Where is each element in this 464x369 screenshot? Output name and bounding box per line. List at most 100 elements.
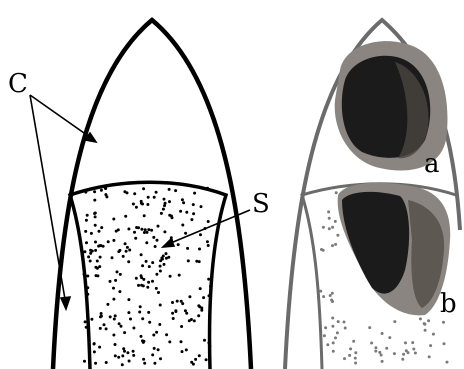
stipple-dot: [174, 309, 177, 312]
stipple-dot: [126, 246, 129, 249]
stipple-dot: [432, 333, 435, 336]
stipple-dot: [184, 309, 187, 312]
stipple-dot: [158, 323, 161, 326]
stipple-dot: [126, 191, 129, 194]
stipple-dot: [192, 203, 195, 206]
stipple-dot: [348, 354, 351, 357]
stipple-dot: [113, 318, 116, 321]
stipple-dot: [103, 323, 106, 326]
stipple-dot: [95, 274, 98, 277]
stipple-dot: [114, 314, 117, 317]
stipple-dot: [83, 360, 86, 363]
stipple-dot: [329, 294, 332, 297]
stipple-dot: [146, 203, 149, 206]
label-s: S: [252, 189, 270, 219]
stipple-dot: [206, 240, 209, 243]
stipple-dot: [354, 362, 357, 365]
stipple-dot: [94, 215, 97, 218]
stipple-dot: [354, 351, 357, 354]
stipple-dot: [178, 274, 181, 277]
stipple-dot: [159, 265, 162, 268]
stipple-dot: [141, 264, 144, 267]
stipple-dot: [162, 255, 165, 258]
stipple-dot: [169, 275, 172, 278]
stipple-dot: [84, 191, 87, 194]
stipple-dot: [142, 358, 145, 361]
stipple-dot: [330, 299, 333, 302]
stipple-dot: [184, 232, 187, 235]
stipple-dot: [368, 326, 371, 329]
stipple-dot: [381, 360, 384, 363]
stipple-dot: [423, 323, 426, 326]
stipple-dot: [331, 317, 334, 320]
stipple-dot: [107, 240, 110, 243]
stipple-dot: [393, 320, 396, 323]
stipple-dot: [86, 286, 89, 289]
stipple-dot: [143, 362, 146, 365]
stipple-dot: [188, 295, 191, 298]
stipple-dot: [193, 192, 196, 195]
stipple-dot: [331, 226, 334, 229]
stipple-dot: [171, 312, 174, 315]
stipple-dot: [428, 355, 431, 358]
arrow-c-lower: [30, 95, 66, 305]
stipple-dot: [388, 336, 391, 339]
stipple-dot: [200, 205, 203, 208]
stipple-dot: [165, 333, 168, 336]
stipple-dot: [106, 303, 109, 306]
stipple-dot: [99, 327, 102, 330]
stipple-dot: [332, 341, 335, 344]
stipple-dot: [84, 320, 87, 323]
stipple-dot: [203, 339, 206, 342]
stipple-dot: [93, 199, 96, 202]
arrowhead-c-lower: [61, 297, 70, 309]
stipple-dot: [151, 353, 154, 356]
stipple-dot: [443, 342, 446, 345]
stipple-dot: [140, 253, 143, 256]
stipple-dot: [109, 280, 112, 283]
stipple-dot: [125, 250, 128, 253]
stipple-dot: [147, 228, 150, 231]
stipple-dot: [336, 331, 339, 334]
stipple-dot: [176, 300, 179, 303]
stipple-dot: [153, 347, 156, 350]
stipple-dot: [319, 290, 322, 293]
stipple-dot: [137, 226, 140, 229]
stipple-dot: [127, 311, 130, 314]
stipple-dot: [146, 231, 149, 234]
stipple-dot: [135, 206, 138, 209]
stipple-dot: [160, 212, 163, 215]
stipple-dot: [424, 329, 427, 332]
stipple-dot: [402, 353, 405, 356]
stipple-dot: [127, 298, 130, 301]
stipple-dot: [132, 327, 135, 330]
stipple-dot: [179, 210, 182, 213]
stipple-dot: [93, 350, 96, 353]
stipple-dot: [86, 214, 89, 217]
stipple-dot: [144, 228, 147, 231]
stipple-dot: [151, 280, 154, 283]
stipple-dot: [185, 312, 188, 315]
stipple-dot: [121, 363, 124, 366]
stipple-dot: [98, 230, 101, 233]
stipple-dot: [86, 293, 89, 296]
stipple-dot: [202, 296, 205, 299]
stipple-dot: [153, 362, 156, 365]
stipple-dot: [180, 300, 183, 303]
stipple-dot: [155, 331, 158, 334]
stipple-dot: [168, 214, 171, 217]
stipple-dot: [122, 347, 125, 350]
left-schematic-bone: [53, 20, 251, 369]
stipple-dot: [374, 346, 377, 349]
stipple-dot: [145, 260, 148, 263]
stipple-dot: [85, 241, 88, 244]
stipple-dot: [148, 265, 151, 268]
stipple-dot: [349, 347, 352, 350]
stipple-dot: [94, 266, 97, 269]
left-spongiosa-outline: [70, 182, 226, 369]
stipple-dot: [109, 315, 112, 318]
stipple-dot: [87, 255, 90, 258]
stipple-dot: [352, 340, 355, 343]
stipple-dot: [132, 354, 135, 357]
